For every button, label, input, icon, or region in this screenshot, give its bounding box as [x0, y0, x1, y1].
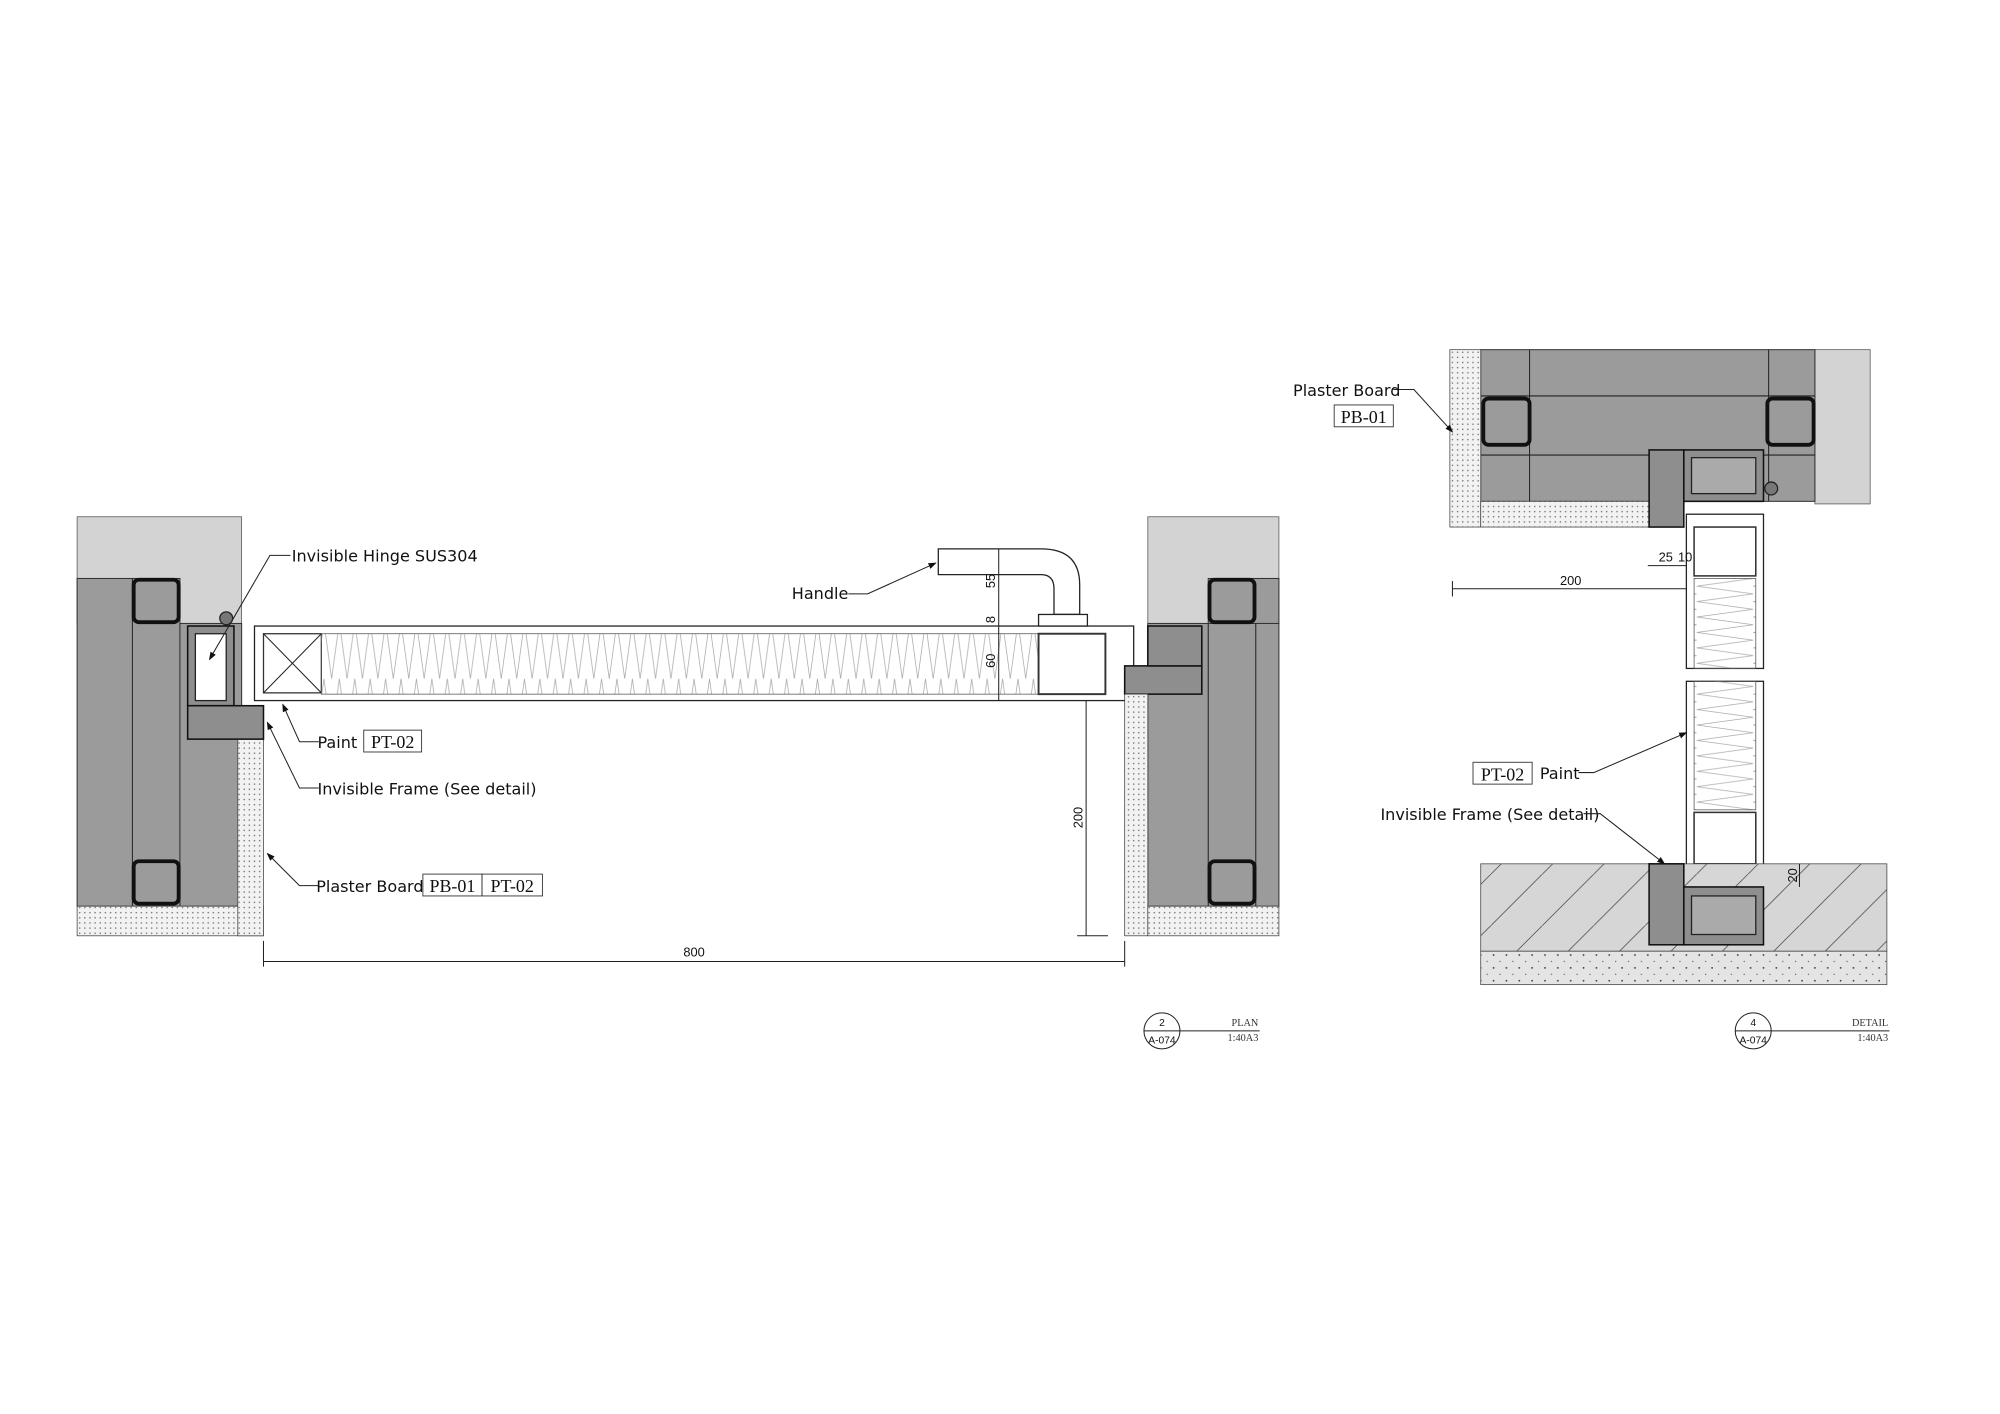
dim-thickness: 60	[983, 654, 998, 668]
dim-handle-projection: 55	[983, 574, 998, 588]
title-sheet: A-074	[1148, 1036, 1176, 1047]
title-name: PLAN	[1232, 1018, 1259, 1029]
tag-plaster-code-2: PT-02	[491, 876, 534, 896]
tag-plaster-code-1: PB-01	[429, 876, 475, 896]
label-hinge: Invisible Hinge SUS304	[292, 547, 478, 566]
dim-10: 10	[1678, 550, 1692, 565]
head-section	[1449, 349, 1871, 528]
title-number: 2	[1159, 1018, 1165, 1029]
dim-clearance: 200	[1070, 807, 1085, 828]
door-section	[1685, 513, 1765, 888]
label-frame: Invisible Frame (See detail)	[317, 779, 536, 798]
detail-callouts: Plaster Board PB-01 PT-02 Paint Invisibl…	[1293, 381, 1688, 865]
plan-title-block: 2 A-074 PLAN 1:40A3	[1143, 1012, 1260, 1050]
label-paint: Paint	[317, 733, 357, 752]
title-scale: 1:40A3	[1228, 1033, 1259, 1044]
plan-dimensions: 800 200 55 8 60	[262, 548, 1126, 967]
plan-view: 800 200 55 8 60 Invisible Hinge SUS304 H…	[76, 516, 1280, 1050]
door-leaf	[253, 625, 1135, 702]
tag-paint-code: PT-02	[1481, 764, 1524, 784]
tag-paint-code: PT-02	[371, 732, 414, 752]
title-number: 4	[1750, 1018, 1756, 1029]
title-name: DETAIL	[1852, 1018, 1888, 1029]
label-handle: Handle	[792, 584, 849, 603]
dim-floor: 20	[1785, 868, 1800, 882]
tag-plaster-code: PB-01	[1341, 407, 1387, 427]
left-frame-hinge	[186, 611, 265, 740]
dim-25: 25	[1659, 550, 1673, 565]
label-frame: Invisible Frame (See detail)	[1380, 805, 1599, 824]
right-wall	[1123, 516, 1280, 937]
title-scale: 1:40A3	[1857, 1033, 1888, 1044]
label-plaster: Plaster Board	[316, 877, 423, 896]
dim-width: 800	[683, 944, 704, 959]
detail-dimensions: 200 25 10 20	[1451, 550, 1801, 887]
left-wall	[76, 516, 264, 937]
label-paint: Paint	[1540, 764, 1580, 783]
detail-view: 200 25 10 20 Plaster Board PB-01 PT-02 P…	[1293, 349, 1890, 1050]
detail-title-block: 4 A-074 DETAIL 1:40A3	[1734, 1012, 1890, 1050]
door-handle	[937, 548, 1089, 627]
plan-callouts: Invisible Hinge SUS304 Handle Paint PT-0…	[208, 547, 937, 897]
title-sheet: A-074	[1740, 1036, 1768, 1047]
dim-offset: 200	[1560, 573, 1581, 588]
dim-handle-base: 8	[983, 616, 998, 623]
floor-section	[1480, 863, 1888, 986]
label-plaster: Plaster Board	[1293, 381, 1400, 400]
